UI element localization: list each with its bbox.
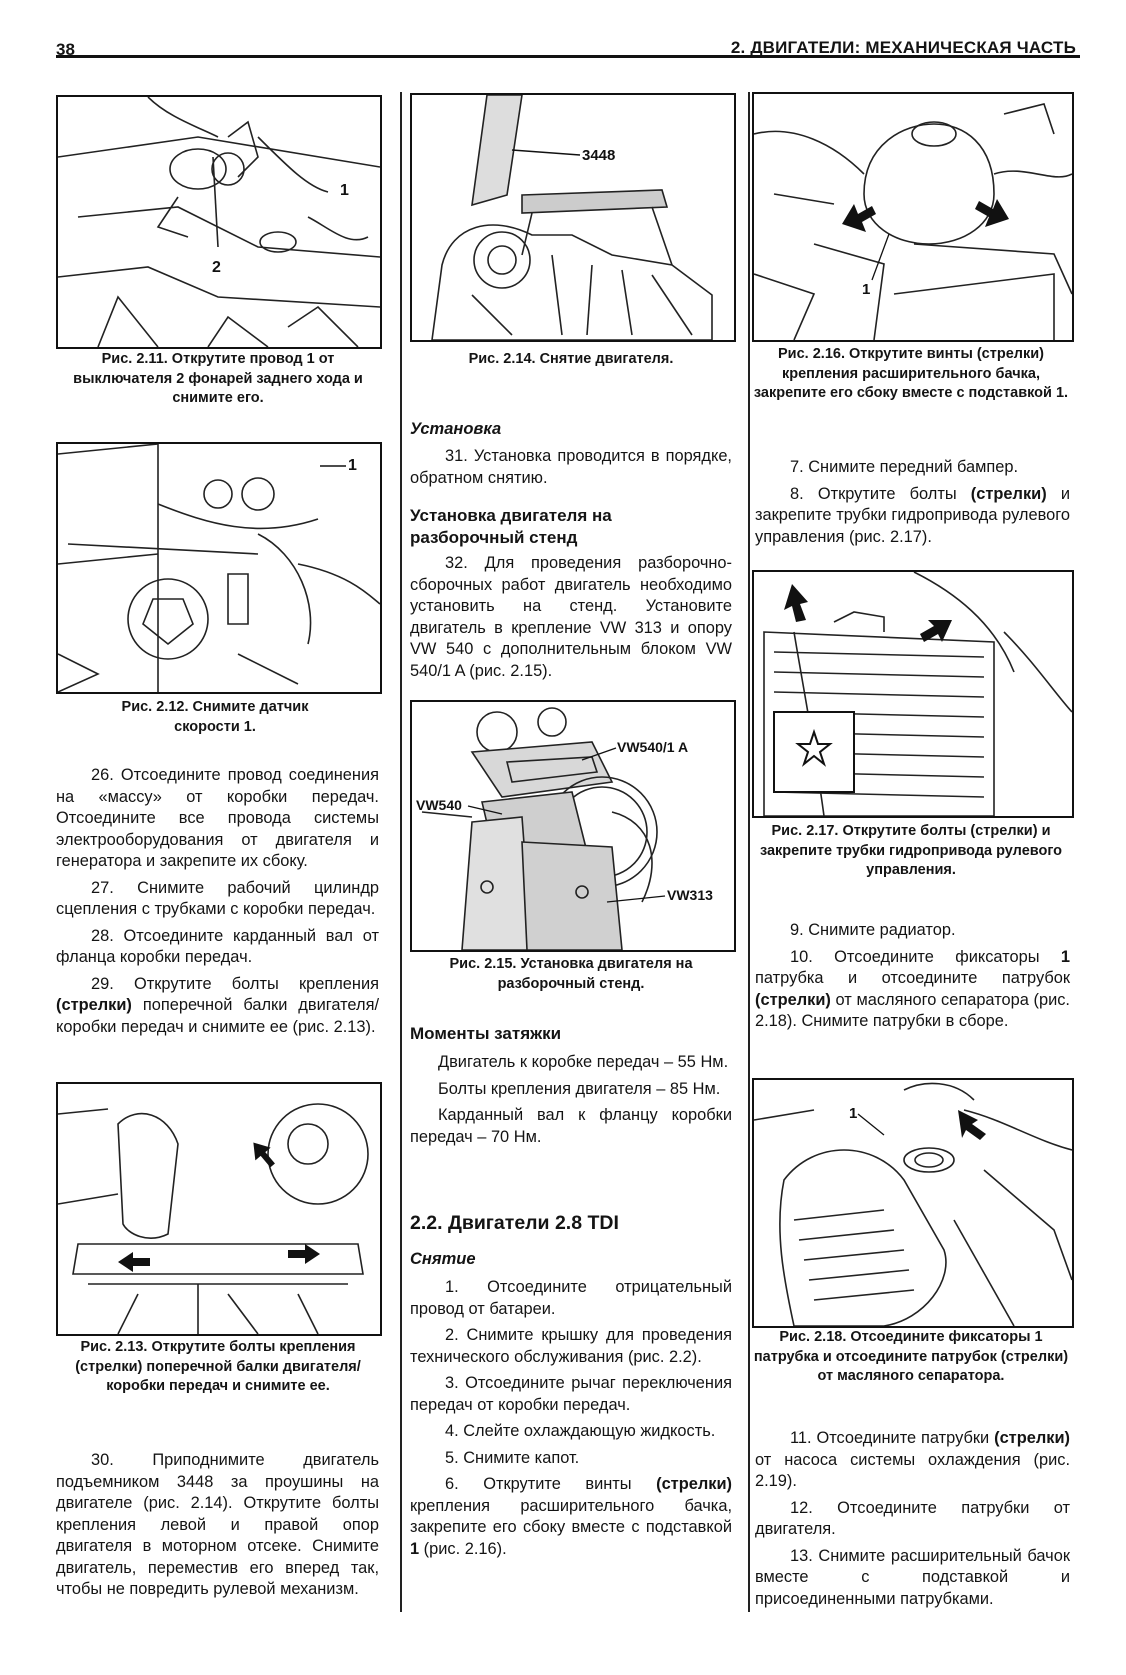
callout-1: 1 bbox=[862, 281, 870, 298]
chapter-heading: 2.2. Двигатели 2.8 TDI bbox=[410, 1212, 619, 1234]
callout-vw540-1a: VW540/1 A bbox=[617, 739, 688, 755]
callout-3448: 3448 bbox=[582, 147, 615, 164]
step-8: 8. Открутите болты (стрелки) и закрепите… bbox=[755, 484, 1070, 546]
figure-2-15-caption: Рис. 2.15. Установка двигателя на разбор… bbox=[449, 956, 693, 992]
step-13: 13. Снимите расширительный бачок вместе … bbox=[755, 1546, 1070, 1608]
step-31: 31. Установка проводится в порядке, обра… bbox=[410, 447, 732, 487]
callout-1: 1 bbox=[348, 457, 357, 474]
callout-2: 2 bbox=[212, 259, 221, 276]
page-number: 38 bbox=[56, 40, 75, 59]
step-6: 6. Открутите винты (стрелки) крепления р… bbox=[410, 1475, 732, 1558]
step-32-block: 32. Для проведения разборочно-сборочных … bbox=[410, 553, 732, 687]
step-31-block: 31. Установка проводится в порядке, обра… bbox=[410, 446, 732, 494]
torque-2: Болты крепления двигателя – 85 Нм. bbox=[438, 1079, 721, 1098]
step-10: 10. Отсоедините фиксаторы 1 патрубка и о… bbox=[755, 947, 1070, 1031]
heading-removal: Снятие bbox=[410, 1250, 476, 1268]
removal-steps: 1. Отсоедините отрицательный провод от б… bbox=[410, 1277, 732, 1565]
step-27: 27. Снимите рабочий цилиндр сцепления с … bbox=[56, 878, 379, 919]
figure-2-14: 3448 bbox=[410, 93, 736, 342]
heading-stand: Установка двигателя на разборочный стенд bbox=[410, 506, 612, 547]
figure-2-14-caption: Рис. 2.14. Снятие двигателя. bbox=[468, 351, 674, 367]
callout-vw540: VW540 bbox=[416, 797, 462, 813]
step-26: 26. Отсоедините провод соединения на «ма… bbox=[56, 766, 379, 870]
figure-2-11-caption: Рис. 2.11. Открутите провод 1 от выключа… bbox=[73, 351, 363, 406]
step-32: 32. Для проведения разборочно-сборочных … bbox=[410, 554, 732, 680]
figure-2-15: VW540/1 A VW540 VW313 bbox=[410, 700, 736, 952]
figure-2-16-caption: Рис. 2.16. Открутите винты (стрелки) кре… bbox=[753, 346, 1069, 401]
torque-1: Двигатель к коробке передач – 55 Нм. bbox=[438, 1053, 729, 1071]
figure-2-11: 1 2 bbox=[56, 95, 382, 349]
figure-2-12: 1 bbox=[56, 442, 382, 694]
step-12: 12. Отсоедините патрубки от двигателя. bbox=[755, 1498, 1070, 1539]
figure-2-17-caption: Рис. 2.17. Открутите болты (стрелки) и з… bbox=[759, 823, 1063, 878]
heading-installation: Установка bbox=[410, 420, 502, 438]
step-29: 29. Открутите болты крепления (стрелки) … bbox=[56, 974, 379, 1036]
figure-2-16: 1 bbox=[752, 92, 1074, 342]
step-9: 9. Снимите радиатор. bbox=[790, 921, 956, 939]
torque-list: Двигатель к коробке передач – 55 Нм. Бол… bbox=[410, 1052, 732, 1153]
figure-2-18-caption: Рис. 2.18. Отсоедините фиксаторы 1 патру… bbox=[753, 1329, 1069, 1384]
column-rule-left bbox=[400, 92, 402, 1612]
step-11: 11. Отсоедините патрубки (стрелки) от на… bbox=[755, 1429, 1070, 1490]
heading-torque: Моменты затяжки bbox=[410, 1024, 562, 1043]
figure-2-13-caption: Рис. 2.13. Открутите болты крепления (ст… bbox=[75, 1339, 361, 1394]
column-1-text: 26. Отсоедините провод соединения на «ма… bbox=[56, 765, 379, 1043]
figure-2-17 bbox=[752, 570, 1074, 818]
column-rule-right bbox=[748, 92, 750, 1612]
step-5: 5. Снимите капот. bbox=[445, 1448, 580, 1467]
figure-2-13 bbox=[56, 1082, 382, 1336]
step-3: 3. Отсоедините рычаг переключения переда… bbox=[410, 1374, 732, 1414]
step-28: 28. Отсоедините карданный вал от фланца … bbox=[56, 926, 379, 967]
step-30: 30. Приподнимите двигатель подъемником 3… bbox=[56, 1451, 379, 1598]
section-title: 2. ДВИГАТЕЛИ: МЕХАНИЧЕСКАЯ ЧАСТЬ bbox=[730, 38, 1076, 57]
column-3-text-a: 7. Снимите передний бампер. 8. Открутите… bbox=[755, 457, 1070, 553]
step-4: 4. Слейте охлаждающую жидкость. bbox=[445, 1422, 716, 1440]
step-2: 2. Снимите крышку для проведения техниче… bbox=[410, 1326, 732, 1366]
callout-vw313: VW313 bbox=[667, 887, 713, 903]
callout-1: 1 bbox=[340, 182, 349, 199]
figure-2-12-caption: Рис. 2.12. Снимите датчик скорости 1. bbox=[121, 699, 309, 735]
column-3-text-c: 11. Отсоедините патрубки (стрелки) от на… bbox=[755, 1428, 1070, 1615]
column-3-text-b: 9. Снимите радиатор. 10. Отсоедините фик… bbox=[755, 920, 1070, 1038]
step-7: 7. Снимите передний бампер. bbox=[790, 458, 1019, 476]
callout-1: 1 bbox=[849, 1105, 857, 1122]
torque-3: Карданный вал к фланцу коробки передач –… bbox=[410, 1106, 732, 1146]
step-1: 1. Отсоедините отрицательный провод от б… bbox=[410, 1278, 732, 1318]
column-1-text-bottom: 30. Приподнимите двигатель подъемником 3… bbox=[56, 1450, 379, 1606]
header-rule bbox=[56, 55, 1080, 58]
figure-2-18: 1 bbox=[752, 1078, 1074, 1328]
